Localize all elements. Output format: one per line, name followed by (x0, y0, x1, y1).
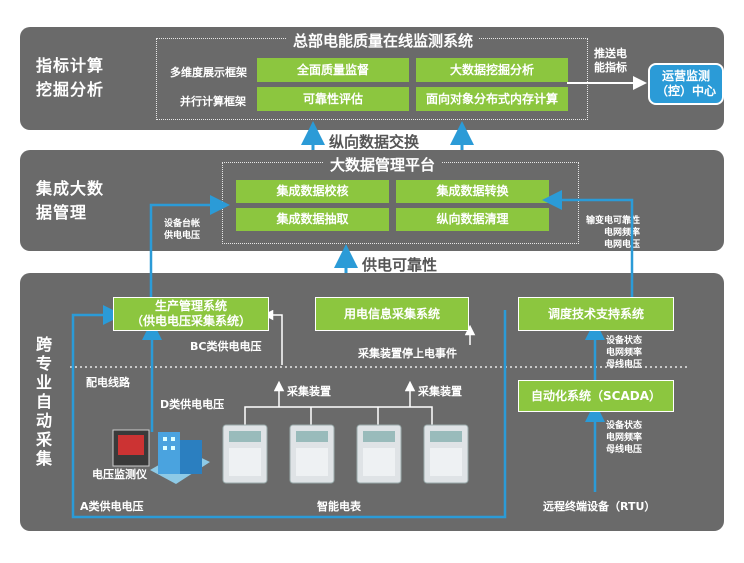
box-big-data-mining: 大数据挖掘分析 (416, 58, 568, 82)
supply-reliability-label: 供电可靠性 (362, 256, 438, 274)
box-data-transform: 集成数据转换 (396, 180, 549, 203)
top-panel: 指标计算 挖掘分析 总部电能质量在线监测系统 多维度展示框架 并行计算框架 全面… (20, 27, 724, 130)
bottom-side-char: 采 (36, 430, 54, 449)
push-label-line2: 能指标 (594, 61, 627, 74)
ops-line1: 运营监测 (661, 69, 710, 83)
top-side-title: 指标计算 挖掘分析 (36, 54, 104, 102)
voltage-monitor-icon (112, 429, 150, 467)
meter-4-icon (423, 424, 469, 484)
mid-side-title-line2: 据管理 (36, 203, 88, 222)
box-production-system: 生产管理系统 （供电电压采集系统） (113, 297, 269, 331)
bottom-side-char: 自 (36, 392, 54, 411)
box-scada-system: 自动化系统（SCADA） (518, 380, 674, 412)
mid-side-title-line1: 集成大数 (36, 179, 105, 198)
collector-label-2: 采集装置 (418, 385, 462, 398)
prod-line2: （供电电压采集系统） (130, 314, 251, 328)
prod-line1: 生产管理系统 (154, 299, 227, 313)
a-voltage-label: A类供电电压 (80, 500, 144, 513)
status-note-1-line1: 设备状态 (606, 336, 643, 346)
mid-left-note: 设备台帐 供电电压 (164, 218, 200, 242)
box-data-extract: 集成数据抽取 (236, 208, 389, 231)
mid-right-note-line3: 电网电压 (603, 240, 640, 250)
ops-monitor-center: 运营监测 （控）中心 (648, 63, 724, 105)
status-note-2-line3: 母线电压 (606, 445, 643, 455)
meter-3-icon (356, 424, 402, 484)
ops-line2: （控）中心 (655, 84, 716, 98)
status-note-2: 设备状态 电网频率 母线电压 (606, 420, 642, 456)
bottom-side-char: 业 (36, 373, 54, 392)
substation-building-icon (150, 432, 210, 484)
top-row1-label: 多维度展示框架 (170, 66, 247, 79)
rtu-label: 远程终端设备（RTU） (543, 500, 656, 513)
a-class-loop (71, 305, 507, 519)
mid-left-note-line1: 设备台帐 (164, 219, 201, 229)
box-user-info-system: 用电信息采集系统 (315, 297, 469, 331)
push-label-line1: 推送电 (594, 47, 627, 60)
bottom-side-title: 跨 专 业 自 动 采 集 (36, 335, 53, 468)
top-side-title-line1: 指标计算 (36, 56, 105, 75)
bc-voltage-line (262, 309, 283, 365)
box-quality-supervision: 全面质量监督 (257, 58, 409, 82)
mid-side-title: 集成大数 据管理 (36, 177, 104, 225)
mid-right-note-line1: 输变电可靠性 (585, 216, 640, 226)
status-note-1-line3: 母线电压 (606, 360, 643, 370)
bc-voltage-label: BC类供电电压 (190, 340, 262, 353)
meter-2-icon (289, 424, 335, 484)
mid-right-note: 输变电可靠性 电网频率 电网电压 (560, 215, 640, 251)
status-note-2-line2: 电网频率 (606, 433, 643, 443)
d-voltage-label: D类供电电压 (160, 398, 225, 411)
box-data-verify: 集成数据校核 (236, 180, 389, 203)
dispatch-to-mid-line (542, 190, 634, 298)
smart-meter-label: 智能电表 (317, 500, 361, 513)
bottom-side-char: 跨 (36, 335, 54, 354)
mid-left-note-line2: 供电电压 (164, 231, 201, 241)
bottom-side-char: 动 (36, 411, 54, 430)
dist-line-label: 配电线路 (86, 376, 130, 389)
status-note-1: 设备状态 电网频率 母线电压 (606, 335, 642, 371)
outage-event-label: 采集装置停上电事件 (358, 347, 457, 360)
top-header: 总部电能质量在线监测系统 (287, 30, 480, 51)
top-side-title-line2: 挖掘分析 (36, 80, 105, 99)
collector-tree (244, 406, 433, 430)
status-note-2-line1: 设备状态 (606, 421, 643, 431)
mid-header: 大数据管理平台 (324, 154, 442, 175)
meter-1-icon (222, 424, 268, 484)
bottom-side-char: 专 (36, 354, 54, 373)
status-note-1-line2: 电网频率 (606, 348, 643, 358)
box-dispatch-system: 调度技术支持系统 (518, 297, 674, 331)
prod-to-mid-line (149, 195, 230, 298)
top-row2-label: 并行计算框架 (180, 95, 246, 108)
vertical-exchange-label: 纵向数据交换 (329, 133, 420, 151)
push-label: 推送电 能指标 (594, 47, 627, 75)
collector-label-1: 采集装置 (287, 385, 331, 398)
mid-right-note-line2: 电网频率 (603, 228, 640, 238)
bottom-side-char: 集 (36, 449, 54, 468)
box-reliability-eval: 可靠性评估 (257, 87, 409, 111)
box-data-clean: 纵向数据清理 (396, 208, 549, 231)
box-distributed-memory: 面向对象分布式内存计算 (416, 87, 568, 111)
voltage-monitor-label: 电压监测仪 (92, 468, 147, 481)
